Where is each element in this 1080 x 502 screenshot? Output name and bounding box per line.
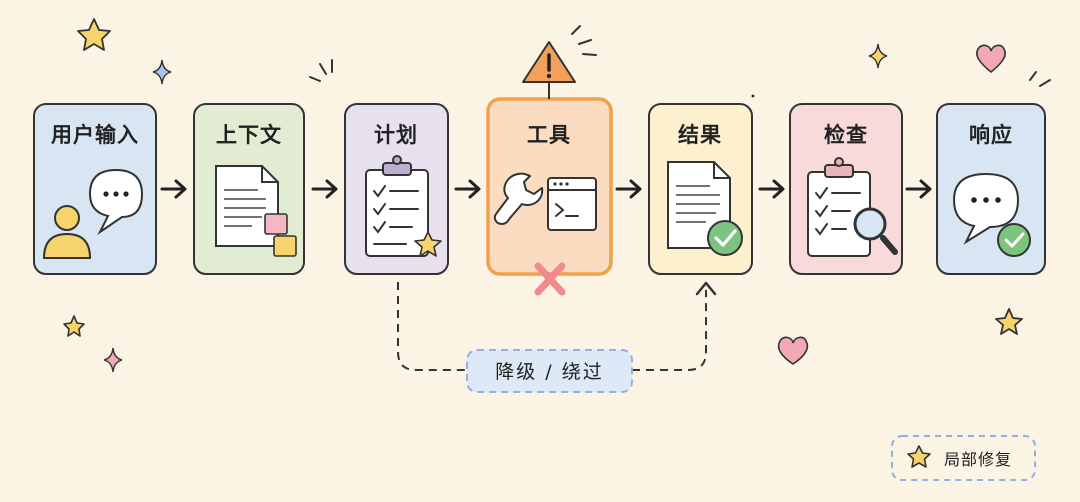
step-label-result: 结果 — [678, 123, 722, 147]
step-label-context: 上下文 — [216, 123, 282, 147]
flow-arrow-1 — [160, 179, 187, 199]
flow-arrow-5 — [758, 179, 785, 199]
bypass-tag: 降级 / 绕过 — [466, 349, 633, 393]
bypass-label: 降级 / 绕过 — [495, 361, 603, 383]
bypass-arrowhead — [695, 281, 717, 296]
decorative-star-icon — [77, 18, 111, 51]
step-label-user-input: 用户输入 — [51, 123, 139, 147]
flow-arrow-6 — [905, 179, 932, 199]
legend-label: 局部修复 — [944, 450, 1012, 469]
check-circle-icon — [707, 220, 743, 256]
decorative-star-icon — [63, 315, 85, 337]
flow-arrow-3 — [454, 179, 481, 199]
decorative-dot — [751, 94, 755, 98]
heart-icon — [777, 336, 809, 365]
failure-cross-icon — [534, 262, 566, 296]
step-label-plan: 计划 — [374, 123, 418, 147]
sticky-notes-icon — [264, 213, 297, 257]
user-icon — [42, 205, 92, 259]
decorative-sparkle-icon — [868, 43, 888, 69]
star-icon — [907, 445, 931, 468]
step-label-tools: 工具 — [527, 123, 571, 147]
checklist-clipboard-icon — [365, 155, 429, 257]
response-check-icon — [997, 223, 1031, 257]
chat-bubble-icon — [88, 168, 144, 235]
warning-icon — [522, 41, 576, 99]
wrench-icon — [493, 172, 544, 225]
decorative-sparks — [1029, 71, 1051, 87]
flow-arrow-2 — [311, 179, 338, 199]
bypass-path — [397, 282, 707, 371]
magnifier-icon — [853, 207, 898, 255]
heart-icon — [976, 44, 1006, 74]
review-clipboard-icon — [807, 157, 871, 257]
decorative-sparkle-icon — [103, 347, 123, 373]
response-bubble-icon — [952, 172, 1020, 245]
flow-arrow-4 — [615, 179, 642, 199]
alert-sparks — [571, 25, 597, 56]
decorative-star-icon — [995, 308, 1023, 335]
step-label-check: 检查 — [824, 123, 868, 147]
step-label-response: 响应 — [969, 123, 1013, 147]
terminal-window-icon — [547, 177, 597, 231]
legend: 局部修复 — [891, 435, 1036, 481]
star-badge-icon — [414, 231, 442, 257]
decorative-sparkle-icon — [152, 59, 172, 85]
decorative-sparks — [309, 59, 333, 82]
